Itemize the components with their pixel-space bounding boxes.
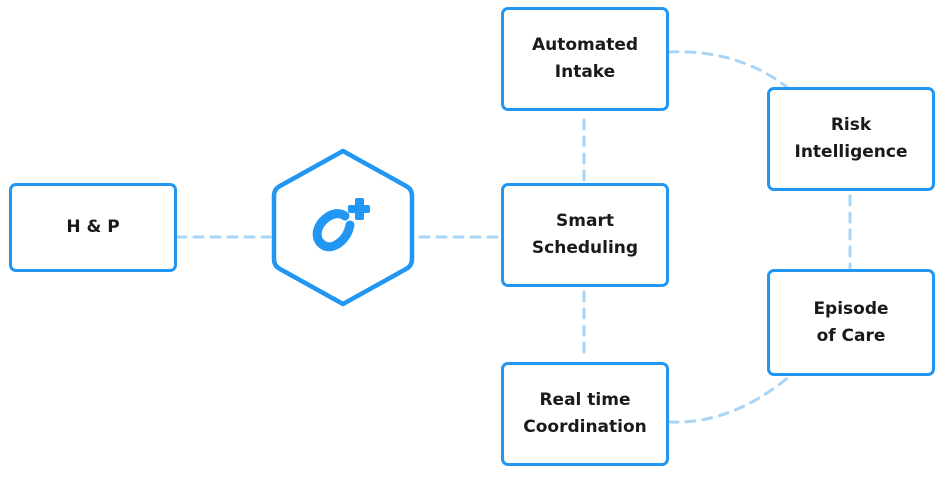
hub-hexagon (271, 148, 415, 307)
node-automated-intake: Automated Intake (501, 7, 669, 111)
node-real-time-coordination-label: Real time Coordination (523, 390, 647, 437)
node-hp: H & P (9, 183, 177, 272)
node-hp-label: H & P (66, 217, 120, 237)
node-episode-of-care: Episode of Care (767, 269, 935, 376)
node-real-time-coordination: Real time Coordination (501, 362, 669, 466)
node-episode-of-care-label: Episode of Care (813, 298, 889, 346)
node-risk-intelligence: Risk Intelligence (767, 87, 935, 191)
connector-intake-risk (667, 50, 790, 90)
node-risk-intelligence-label: Risk Intelligence (794, 115, 908, 162)
node-smart-scheduling-label: Smart Scheduling (531, 211, 639, 258)
node-smart-scheduling: Smart Scheduling (501, 183, 669, 287)
connector-coordination-episode (667, 374, 792, 424)
node-automated-intake-label: Automated Intake (531, 35, 639, 82)
logo-icon (312, 198, 370, 252)
